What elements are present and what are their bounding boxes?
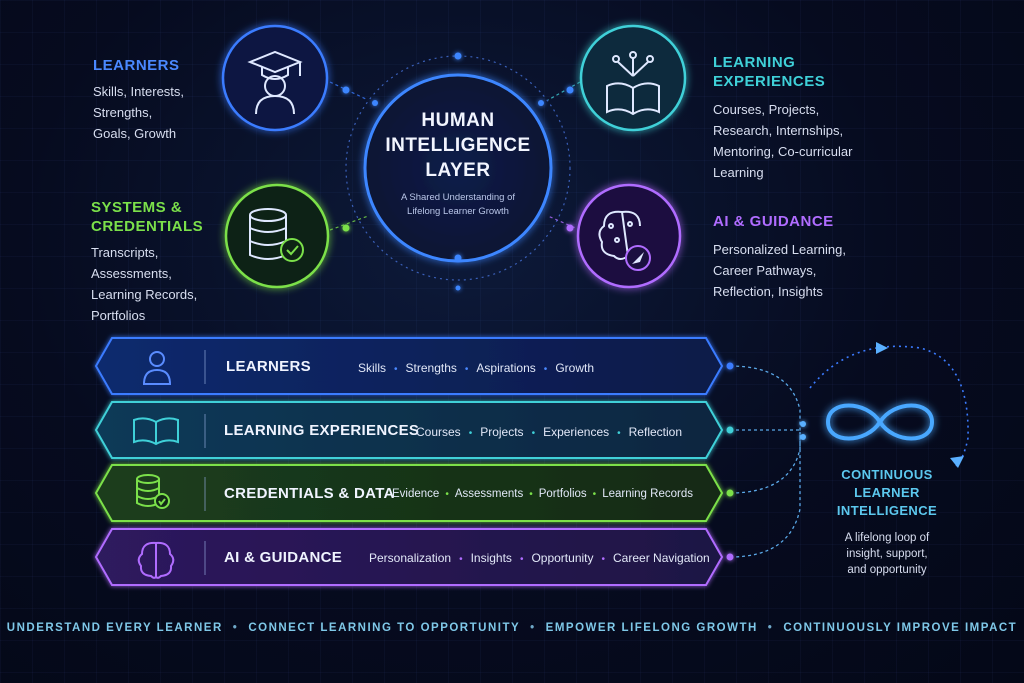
band-credentials	[94, 464, 724, 522]
band-items-ai: Personalization•Insights•Opportunity•Car…	[369, 551, 710, 565]
experiences-details: Courses, Projects, Research, Internships…	[713, 102, 853, 180]
credentials-band-icon	[136, 474, 170, 509]
user-icon	[142, 351, 172, 385]
infinity-icon	[825, 403, 935, 441]
experiences-heading: LEARNING EXPERIENCES	[713, 54, 826, 90]
continuous-subtitle: A lifelong loop of insight, support, and…	[844, 532, 930, 576]
book-band-icon	[133, 417, 179, 446]
center-title: HUMAN INTELLIGENCE LAYER	[385, 110, 531, 181]
systems-block: SYSTEMS & CREDENTIALS Transcripts, Asses…	[91, 198, 203, 326]
band-title-credentials: CREDENTIALS & DATA	[224, 485, 395, 502]
experiences-block: LEARNING EXPERIENCES Courses, Projects, …	[713, 53, 852, 183]
arrow-head-top	[876, 342, 888, 354]
ai-heading: AI & GUIDANCE	[713, 213, 834, 230]
learners-heading: LEARNERS	[93, 57, 180, 74]
orbit-ring	[345, 55, 571, 281]
band-items-credentials: Evidence•Assessments•Portfolios•Learning…	[392, 488, 693, 500]
systems-heading: SYSTEMS & CREDENTIALS	[91, 199, 204, 235]
band-title-experiences: LEARNING EXPERIENCES	[224, 422, 420, 439]
band-learners	[94, 337, 724, 395]
learners-details: Skills, Interests, Strengths, Goals, Gro…	[93, 84, 185, 141]
tagline: UNDERSTAND EVERY LEARNER•CONNECT LEARNIN…	[6, 622, 1018, 634]
band-title-ai: AI & GUIDANCE	[224, 549, 343, 566]
center-subtitle: A Shared Understanding of Lifelong Learn…	[400, 192, 516, 217]
database-icon	[249, 208, 304, 262]
continuous-title: CONTINUOUS LEARNER INTELLIGENCE	[836, 467, 938, 518]
graduation-cap-icon	[247, 50, 303, 115]
systems-circle	[224, 183, 330, 289]
band-experiences	[94, 401, 724, 459]
ai-block: AI & GUIDANCE Personalized Learning, Car…	[713, 212, 846, 302]
brain-band-icon	[137, 541, 175, 579]
arrow-head-right	[950, 456, 964, 468]
ai-details: Personalized Learning, Career Pathways, …	[713, 242, 846, 299]
band-title-learners: LEARNERS	[226, 358, 311, 375]
loop-arc	[809, 345, 969, 467]
band-items-experiences: Courses•Projects•Experiences•Reflection	[416, 425, 683, 439]
learners-block: LEARNERS Skills, Interests, Strengths, G…	[93, 56, 184, 144]
open-book-icon	[606, 51, 660, 116]
band-items-learners: Skills•Strengths•Aspirations•Growth	[358, 361, 594, 375]
brain-icon	[598, 210, 651, 271]
ai-circle	[576, 183, 682, 289]
systems-details: Transcripts, Assessments, Learning Recor…	[91, 245, 198, 323]
band-ai	[94, 528, 724, 586]
